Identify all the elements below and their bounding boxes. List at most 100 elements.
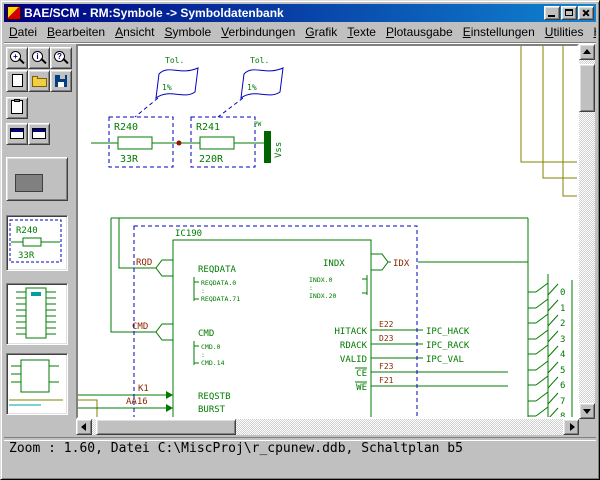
svg-text:CMD.14: CMD.14 xyxy=(201,359,225,367)
menu-item-symbole[interactable]: Symbole xyxy=(164,25,212,39)
maximize-button[interactable] xyxy=(561,6,577,20)
menu-item-plotausgabe[interactable]: Plotausgabe xyxy=(385,25,453,39)
save-file-button[interactable] xyxy=(50,70,72,92)
maximize-icon xyxy=(565,9,573,16)
svg-text:2: 2 xyxy=(560,319,565,329)
power-symbol-vss[interactable]: PW Vss xyxy=(254,121,284,163)
magnifier-info-icon: i xyxy=(31,50,47,66)
menu-item-ansicht[interactable]: Ansicht xyxy=(115,25,155,39)
open-file-button[interactable] xyxy=(28,70,50,92)
svg-text::: : xyxy=(201,287,205,295)
tile-windows-button[interactable] xyxy=(6,123,28,145)
resistor-r241[interactable]: R241 220R xyxy=(179,116,264,168)
new-file-button[interactable] xyxy=(6,70,28,92)
symbol-preview-logic[interactable] xyxy=(6,353,68,415)
svg-text:3: 3 xyxy=(560,335,565,345)
magnifier-help-icon: ? xyxy=(53,50,69,66)
schematic-canvas[interactable]: 0 1 2 3 4 5 6 7 8 Tol. 1% Tol. 1% xyxy=(76,44,579,419)
menu-item-texte[interactable]: Texte xyxy=(347,25,376,39)
vertical-scroll-track[interactable] xyxy=(579,44,595,419)
svg-text:CE: CE xyxy=(356,369,367,379)
app-icon[interactable] xyxy=(7,6,21,20)
svg-text:8: 8 xyxy=(560,412,565,417)
symbol-preview-logic-drawing xyxy=(9,359,63,406)
svg-text:D23: D23 xyxy=(379,334,394,343)
green-wires[interactable] xyxy=(78,217,573,417)
power-bar xyxy=(264,131,271,163)
zoom-in-button[interactable]: + xyxy=(6,47,28,69)
resistor-r240[interactable]: R240 33R xyxy=(91,116,179,168)
menu-item-verbindungen[interactable]: Verbindungen xyxy=(221,25,296,39)
svg-text:RQD: RQD xyxy=(136,258,152,268)
selection-box xyxy=(190,116,256,168)
svg-text:F21: F21 xyxy=(379,376,394,385)
svg-text:CMD: CMD xyxy=(132,322,148,332)
vertical-scroll-thumb[interactable] xyxy=(579,64,595,112)
bus-tap: 1 xyxy=(528,298,565,314)
down-arrow-icon xyxy=(583,409,591,414)
bus-pin xyxy=(155,323,174,341)
svg-text:PW: PW xyxy=(254,121,262,128)
menu-item-grafik[interactable]: Grafik xyxy=(305,25,338,39)
svg-text:R240: R240 xyxy=(16,226,38,236)
horizontal-scroll-thumb[interactable] xyxy=(96,419,236,435)
svg-text:1: 1 xyxy=(560,304,565,314)
svg-text:IPC_VAL: IPC_VAL xyxy=(426,355,464,365)
horizontal-scrollbar[interactable] xyxy=(76,419,579,435)
floppy-icon xyxy=(55,75,67,87)
pin-arrow xyxy=(166,404,173,412)
schematic[interactable]: 0 1 2 3 4 5 6 7 8 Tol. 1% Tol. 1% xyxy=(78,46,577,417)
menu-item-einstellungen[interactable]: Einstellungen xyxy=(462,25,535,39)
scroll-up-button[interactable] xyxy=(579,44,595,60)
svg-text:33R: 33R xyxy=(120,154,139,165)
svg-text:0: 0 xyxy=(560,288,565,298)
scroll-right-button[interactable] xyxy=(563,419,579,435)
menu-item-hilfe[interactable]: Hilfe xyxy=(588,23,596,41)
vertical-scrollbar[interactable] xyxy=(579,44,595,419)
window-controls xyxy=(543,6,594,20)
zoom-info-button[interactable]: i xyxy=(28,47,50,69)
svg-text::: : xyxy=(201,351,205,359)
ic190[interactable]: IC190 REQDATA REQDATA.0 : REQDATA.71 CMD… xyxy=(133,225,418,417)
svg-text:CMD: CMD xyxy=(198,329,214,339)
cascade-windows-button[interactable] xyxy=(28,123,50,145)
window-cascade-icon xyxy=(32,128,46,139)
scroll-down-button[interactable] xyxy=(579,403,595,419)
svg-text:IPC_RACK: IPC_RACK xyxy=(426,341,470,351)
symbol-preview-r240[interactable]: R240 33R xyxy=(6,215,68,271)
svg-text:Tol.: Tol. xyxy=(165,56,184,65)
scroll-left-button[interactable] xyxy=(76,419,92,435)
svg-text:5: 5 xyxy=(560,366,565,376)
bus-tap: 4 xyxy=(528,344,565,360)
svg-text:1%: 1% xyxy=(162,83,172,92)
menu-item-bearbeiten[interactable]: Bearbeiten xyxy=(47,25,106,39)
resistor-body xyxy=(117,136,153,150)
minimize-button[interactable] xyxy=(544,6,560,20)
svg-text:CMD.0: CMD.0 xyxy=(201,343,221,351)
zoom-help-button[interactable]: ? xyxy=(50,47,72,69)
menu-item-datei[interactable]: Datei xyxy=(9,25,38,39)
bus-pin xyxy=(370,253,389,271)
block-preview xyxy=(6,157,68,201)
symbol-preview-r240-drawing: R240 33R xyxy=(9,219,62,263)
tolerance-flag-1[interactable]: Tol. 1% xyxy=(134,56,199,118)
svg-text:WE: WE xyxy=(356,383,367,393)
svg-text:6: 6 xyxy=(560,381,565,391)
svg-text:IPC_HACK: IPC_HACK xyxy=(426,327,470,337)
close-button[interactable] xyxy=(578,6,594,20)
tolerance-flag-2[interactable]: Tol. 1% xyxy=(217,56,284,118)
bus-tap: 7 xyxy=(528,391,565,407)
olive-wires[interactable] xyxy=(78,46,577,417)
net-labels[interactable]: RQD CMD K1 AA16 IDX E22 D23 F23 F21 IPC_… xyxy=(126,258,470,407)
svg-text:INDX: INDX xyxy=(323,259,345,269)
symbol-preview-connector[interactable] xyxy=(6,283,68,345)
bus-tap: 0 xyxy=(528,282,565,298)
svg-text:RDACK: RDACK xyxy=(340,341,368,351)
clipboard-button[interactable] xyxy=(6,97,28,119)
svg-text:AA16: AA16 xyxy=(126,397,148,407)
svg-text:IC190: IC190 xyxy=(175,229,202,239)
status-bar: Zoom : 1.60, Datei C:\MiscProj\r_cpunew.… xyxy=(9,441,595,457)
bus-taps[interactable]: 0 1 2 3 4 5 6 7 8 xyxy=(528,282,565,417)
menu-item-utilities[interactable]: Utilities xyxy=(544,25,584,39)
svg-text:IDX: IDX xyxy=(393,259,410,269)
